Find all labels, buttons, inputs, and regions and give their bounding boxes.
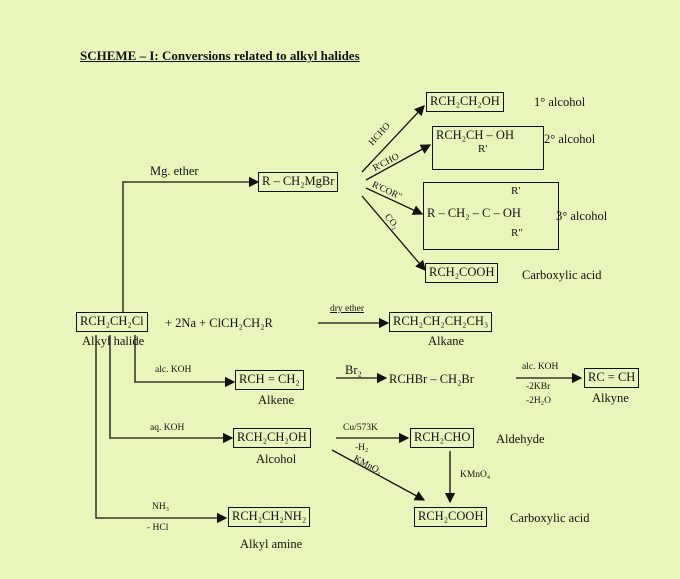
alkyne-box: RC = CH (584, 368, 640, 388)
amine-name: Alkyl amine (240, 537, 303, 551)
bromination-reagent: Br₂ (345, 363, 362, 377)
alkyne-condition-mid: -2KBr (526, 382, 551, 392)
primary-alcohol-box: RCH₂CH₂OH (426, 92, 504, 112)
line-rcho (365, 144, 432, 181)
alcohol-name: Alcohol (256, 452, 297, 466)
secondary-alcohol-formula: RCH₂CH – OH (436, 128, 514, 142)
alkene-box: RCH = CH₂ (235, 370, 304, 390)
line-to-alkene (134, 335, 236, 388)
tertiary-alcohol-formula: R – CH₂ – C – OH (427, 206, 521, 221)
tertiary-alcohol-box: R' R – CH₂ – C – OH R" (423, 182, 559, 250)
line-to-alcohol (109, 335, 234, 444)
alkyl-halide-box: RCH₂CH₂Cl (76, 312, 148, 332)
line-co2 (361, 195, 426, 271)
alcohol-box: RCH₂CH₂OH (233, 428, 311, 448)
line-to-amine (95, 335, 228, 524)
wurtz-reactants: + 2Na + ClCH₂CH₂R (165, 316, 273, 330)
amination-condition-top: NH₃ (152, 502, 170, 512)
tertiary-alcohol-label: 3° alcohol (556, 209, 608, 223)
alkene-name: Alkene (258, 393, 295, 407)
alkyne-condition-top: alc. KOH (522, 362, 559, 372)
amination-condition-bot: - HCl (147, 523, 169, 533)
wurtz-condition: dry ether (330, 304, 365, 314)
tertiary-alcohol-bottom: R" (511, 226, 523, 239)
grignard-acid-label: Carboxylic acid (522, 268, 602, 282)
amine-box: RCH₂CH₂NH₂ (228, 507, 311, 527)
alkyne-name: Alkyne (592, 391, 629, 405)
grignard-condition: Mg. ether (150, 164, 199, 178)
secondary-alcohol-box: RCH₂CH – OH R' (432, 126, 544, 170)
line-alcohol-to-acid (331, 449, 426, 501)
line-rcor (365, 187, 424, 215)
tertiary-alcohol-top: R' (511, 185, 521, 197)
oxidation-condition-top: Cu/573K (343, 423, 378, 433)
alkyne-condition-bot: -2H₂O (526, 396, 551, 406)
alkane-name: Alkane (428, 334, 465, 348)
secondary-alcohol-label: 2° alcohol (544, 132, 596, 146)
line-to-grignard (122, 176, 260, 312)
secondary-alcohol-sub: R' (478, 142, 488, 155)
primary-alcohol-label: 1° alcohol (534, 95, 586, 109)
acid-name: Carboxylic acid (510, 511, 590, 525)
grignard-acid-box: RCH₂COOH (425, 263, 499, 283)
elimination-condition: alc. KOH (155, 365, 192, 375)
aldehyde-box: RCH₂CHO (410, 428, 475, 448)
dibromide-formula: RCHBr – CH₂Br (389, 372, 474, 386)
alkane-box: RCH₂CH₂CH₂CH₃ (389, 312, 493, 332)
grignard-box: R – CH₂MgBr (258, 172, 339, 192)
hydrolysis-condition: aq. KOH (150, 423, 185, 433)
oxidation-condition-bot: -H₂ (355, 443, 369, 453)
line-hcho (361, 105, 425, 173)
kmno4-vertical: KMnO₄ (460, 470, 491, 480)
acid-box: RCH₂COOH (414, 507, 488, 527)
alkyl-halide-name: Alkyl halide (82, 334, 145, 348)
aldehyde-name: Aldehyde (496, 432, 545, 446)
scheme-title: SCHEME – I: Conversions related to alkyl… (80, 48, 360, 63)
